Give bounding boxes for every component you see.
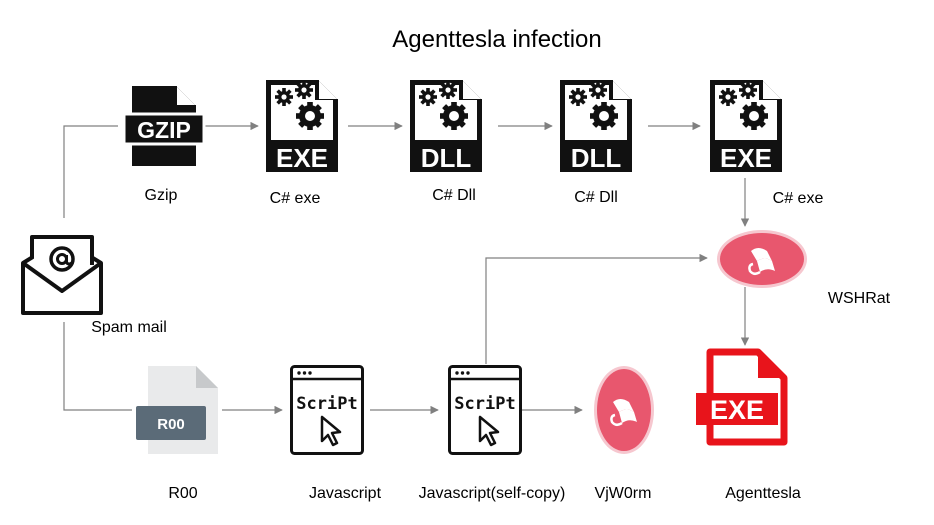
connector-js-to-wshrat xyxy=(485,253,708,364)
dll-badge-text: DLL xyxy=(421,143,472,173)
script-badge-text: ScriPt xyxy=(296,394,357,414)
label-gzip: Gzip xyxy=(144,187,178,204)
dll-file-icon: DLL xyxy=(410,80,482,173)
label-r00: R00 xyxy=(168,485,198,502)
gzip-badge-text: GZIP xyxy=(137,117,191,143)
agenttesla-badge-text: EXE xyxy=(710,395,764,425)
script-window-icon: ScriPt xyxy=(290,365,364,455)
scroll-badge-icon xyxy=(594,366,654,454)
label-wshrat: WSHRat xyxy=(827,290,891,307)
label-csharp-dll-1: C# Dll xyxy=(432,187,476,204)
r00-badge-text: R00 xyxy=(157,416,185,433)
exe-badge-text: EXE xyxy=(276,143,328,173)
label-csharp-exe-2: C# exe xyxy=(772,190,824,207)
r00-file-icon: R00 xyxy=(136,366,218,454)
label-spam-mail: Spam mail xyxy=(91,319,167,336)
dll-badge-text: DLL xyxy=(571,143,622,173)
exe-file-icon: EXE xyxy=(266,80,338,173)
exe-file-red-icon: EXE xyxy=(696,348,788,446)
label-vjw0rm: VjW0rm xyxy=(594,485,652,502)
diagram-title: Agenttesla infection xyxy=(392,26,602,53)
connector-mail-to-r00 xyxy=(63,322,132,411)
dll-file-icon: DLL xyxy=(560,80,632,173)
label-javascript: Javascript xyxy=(308,485,382,502)
label-csharp-exe-1: C# exe xyxy=(269,190,321,207)
exe-badge-text: EXE xyxy=(720,143,772,173)
envelope-at-icon xyxy=(21,235,103,315)
label-csharp-dll-2: C# Dll xyxy=(574,189,618,206)
label-javascript-self-copy: Javascript(self-copy) xyxy=(418,485,566,502)
script-window-icon: ScriPt xyxy=(448,365,522,455)
scroll-badge-icon xyxy=(717,230,807,288)
label-agenttesla: Agenttesla xyxy=(725,485,801,502)
script-badge-text: ScriPt xyxy=(454,394,515,414)
connectors xyxy=(63,121,750,415)
gzip-file-icon: GZIP xyxy=(122,86,206,166)
exe-file-icon: EXE xyxy=(710,80,782,173)
connector-mail-to-gzip xyxy=(63,125,118,218)
